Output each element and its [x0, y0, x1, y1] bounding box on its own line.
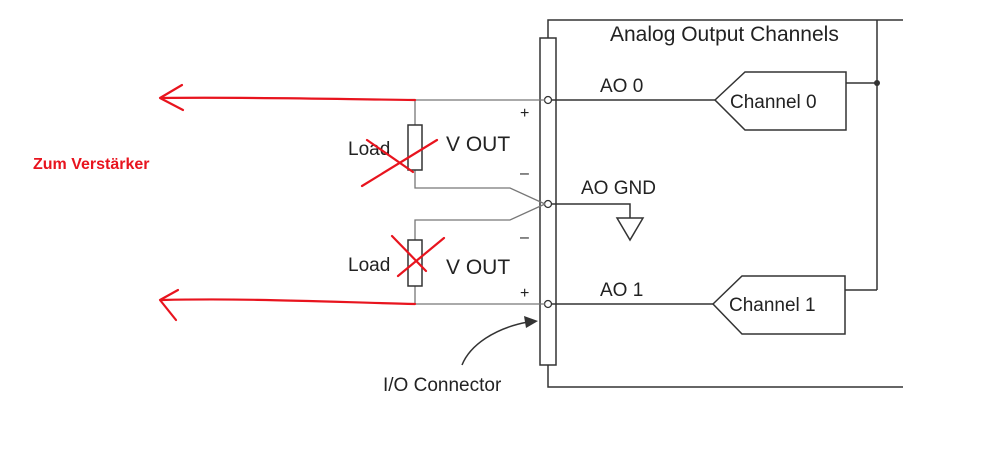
enclosure-frame	[547, 19, 903, 388]
minus-sign-bottom: –	[520, 229, 529, 246]
minus-sign-top: –	[520, 165, 529, 182]
plus-sign-bottom: +	[520, 285, 529, 302]
ao0-label: AO 0	[600, 76, 643, 97]
channel-bus	[845, 20, 878, 291]
pin-ao0	[543, 95, 553, 105]
pin-ao-gnd	[543, 199, 553, 209]
red-cross-bottom	[390, 234, 446, 278]
red-cross-top	[360, 138, 439, 188]
plus-sign-top: +	[520, 105, 529, 122]
io-connector-pointer	[461, 316, 538, 366]
load-wiring	[414, 99, 546, 305]
channel-0-label: Channel 0	[730, 92, 817, 113]
vout-top-label: V OUT	[446, 133, 510, 156]
load-top-label: Load	[348, 139, 390, 160]
red-arrow-top	[160, 96, 417, 102]
red-arrow-top-head	[158, 83, 185, 112]
analog-output-header: Analog Output Channels	[610, 23, 839, 46]
load-bottom-label: Load	[348, 255, 390, 276]
channel-0-buffer: Channel 0	[713, 71, 847, 131]
bus-junction-dot	[874, 80, 880, 86]
ao1-label: AO 1	[600, 280, 643, 301]
channel-1-buffer: Channel 1	[711, 275, 846, 335]
pin-ao1	[543, 299, 553, 309]
channel-1-label: Channel 1	[729, 295, 816, 316]
amplifier-annotation: Zum Verstärker	[33, 156, 150, 173]
red-arrow-bottom	[160, 298, 417, 306]
io-connector-label: I/O Connector	[383, 375, 502, 396]
red-arrow-bottom-head	[158, 288, 180, 322]
red-arrows	[158, 83, 417, 322]
load-resistor-top	[407, 124, 423, 171]
vout-bottom-label: V OUT	[446, 256, 510, 279]
ao-gnd-wire	[548, 203, 645, 242]
red-crosses	[360, 138, 446, 278]
ao-gnd-label: AO GND	[581, 178, 656, 199]
